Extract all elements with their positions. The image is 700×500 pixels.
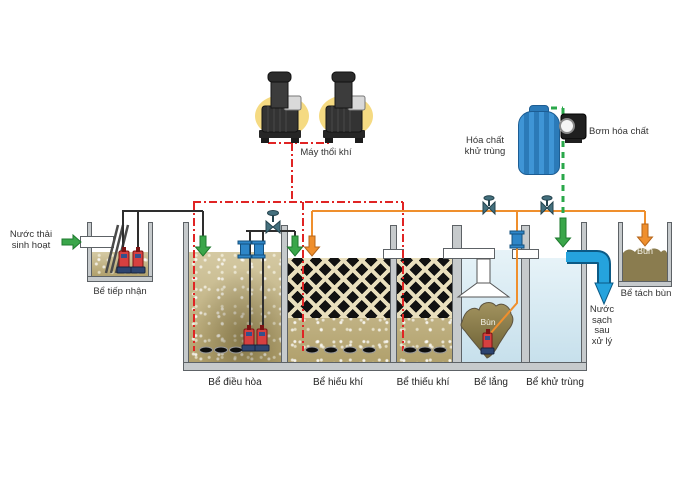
- chemical-tank: [518, 111, 560, 175]
- inlet-flow-arrow: [61, 233, 82, 251]
- anoxic-tank-label: Bể thiếu khí: [396, 377, 450, 388]
- check-valve-icon: [251, 240, 266, 259]
- outlet-label: Nước sạch sau xử lý: [583, 304, 621, 347]
- main-basin-bottom-slab: [183, 362, 587, 371]
- sludge-tank-bottom: [618, 281, 672, 287]
- anoxic-tank-media: [397, 258, 452, 318]
- transfer-pipes: [122, 210, 296, 331]
- chemical-line: [551, 106, 565, 218]
- check-valve-icon: [509, 230, 525, 249]
- gate-valve-icon: [482, 195, 496, 216]
- submersible-pump-icon: [480, 329, 495, 355]
- sludge-tank-label: Bể tách bùn: [620, 288, 672, 299]
- air-blower-icon: [319, 71, 373, 143]
- inflow-arrow-equalization: [194, 235, 212, 257]
- check-valve-icon: [237, 240, 252, 259]
- inlet-label-line2: sinh hoạt: [11, 240, 51, 251]
- clarifier-funnel: [456, 258, 511, 298]
- chemical-dosing-arrow: [554, 217, 572, 248]
- sludge-tank-contents: [623, 248, 667, 281]
- divider-aerobic-anoxic: [390, 225, 397, 363]
- aerobic-tank-media: [288, 258, 390, 318]
- chemical-pump-icon: [559, 113, 587, 143]
- equalization-tank-label: Bể điều hòa: [208, 377, 262, 388]
- sludge-waste-arrow: [636, 223, 654, 247]
- air-diffusers: [199, 346, 447, 354]
- disinfection-tank-water: [530, 258, 581, 362]
- blower-label: Máy thổi khí: [300, 147, 352, 158]
- gate-valve-icon: [540, 195, 554, 216]
- sludge-return-arrow: [303, 235, 321, 257]
- outlet-label-line3: sau: [594, 325, 610, 336]
- receiving-tank-bottom: [87, 276, 153, 282]
- sludge-settling-label: Bùn: [480, 317, 496, 327]
- air-blower-icon: [255, 71, 309, 143]
- outlet-label-line1: Nước: [589, 304, 615, 315]
- chemical-label: Hóa chất khử trùng: [458, 135, 512, 157]
- submersible-pump-icon: [241, 325, 257, 352]
- submersible-pump-icon: [116, 247, 132, 274]
- submersible-pump-icon: [254, 325, 270, 352]
- settling-tank-label: Bể lắng: [474, 377, 508, 388]
- settling-inlet-trough: [443, 248, 495, 259]
- gate-valve-icon: [265, 210, 281, 235]
- clean-water-pipe: [566, 250, 614, 306]
- chemical-label-line2: khử trùng: [464, 146, 506, 157]
- chemical-pump-label: Bơm hóa chất: [589, 126, 649, 137]
- submersible-pump-icon: [130, 247, 146, 274]
- inlet-label-line1: Nước thải: [9, 229, 53, 240]
- weir-settling-disinfect: [512, 249, 539, 259]
- inlet-label: Nước thải sinh hoạt: [0, 229, 62, 251]
- inflow-arrow-aerobic: [286, 235, 304, 257]
- divider-eq-aerobic: [281, 225, 288, 363]
- sludge-tank-contents-label: Bùn: [636, 246, 653, 256]
- chemical-label-line1: Hóa chất: [465, 135, 505, 146]
- outlet-label-line4: xử lý: [591, 335, 613, 347]
- outlet-label-line2: sạch: [591, 314, 613, 326]
- receiving-tank-label: Bể tiếp nhận: [93, 286, 147, 297]
- aerobic-tank-label: Bể hiếu khí: [312, 377, 364, 388]
- disinfection-tank-label: Bể khử trùng: [526, 377, 584, 388]
- divider-settling-disinfect: [521, 225, 530, 363]
